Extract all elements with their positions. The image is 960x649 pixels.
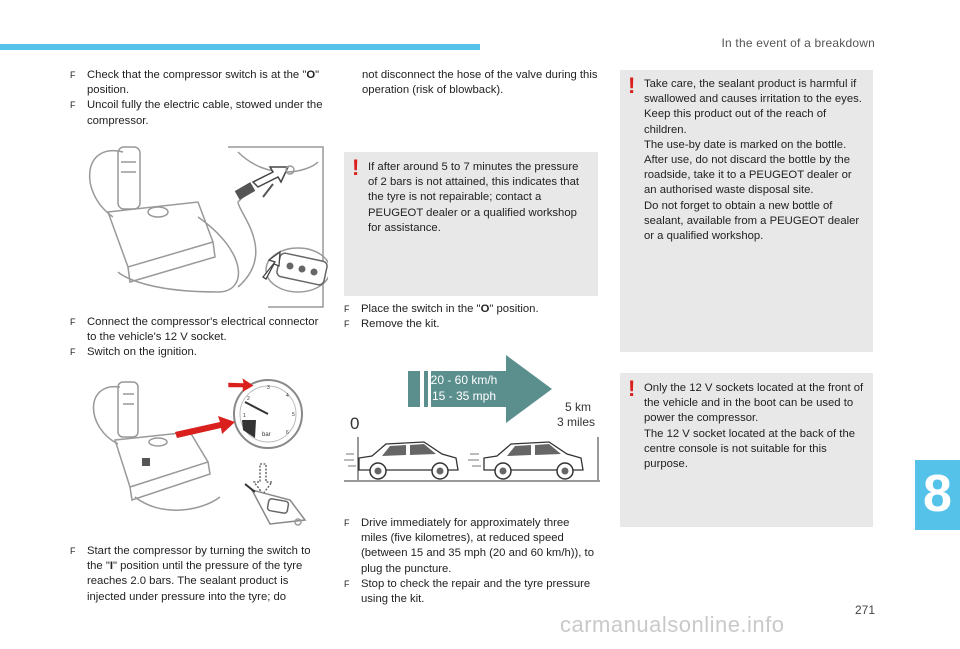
top-accent-bar — [0, 44, 480, 50]
compressor-socket-illustration — [88, 146, 328, 308]
bullet-icon: F — [70, 347, 76, 358]
step-connect-connector: F Connect the compressor's electrical co… — [70, 316, 319, 344]
column-1: F Check that the compressor switch is at… — [70, 68, 325, 129]
gauge-tick-2: 2 — [247, 396, 250, 402]
bullet-icon: F — [70, 546, 76, 556]
step-remove-kit: F Remove the kit. — [344, 317, 598, 332]
column-2: not disconnect the hose of the valve dur… — [362, 68, 598, 98]
car-icon — [468, 441, 584, 480]
bullet-icon: F — [70, 317, 76, 327]
car-icon — [344, 441, 459, 480]
distance-start-label: 0 — [350, 414, 359, 433]
column-2-block-2: F Place the switch in the "O" position. … — [344, 302, 598, 332]
sockets-warning-text: Only the 12 V sockets located at the fro… — [644, 382, 864, 471]
chapter-tab: 8 — [915, 460, 960, 530]
sealant-warning-text: Take care, the sealant product is harmfu… — [644, 78, 862, 243]
step-switch-off: F Place the switch in the "O" position. — [344, 302, 598, 317]
section-title: In the event of a breakdown — [721, 36, 875, 50]
speed-kmh-label: 20 - 60 km/h — [431, 373, 498, 387]
bullet-icon: F — [344, 518, 350, 528]
gauge-tick-1: 1 — [243, 413, 246, 419]
gauge-tick-3: 3 — [267, 385, 270, 391]
column-2-block-3: F Drive immediately for approximately th… — [344, 516, 598, 607]
drive-speed-illustration: 20 - 60 km/h 15 - 35 mph 0 5 km 3 miles — [344, 355, 600, 482]
compressor-gauge-illustration: 1 2 3 4 5 6 bar — [92, 378, 307, 526]
step-drive-immediately: F Drive immediately for approximately th… — [344, 517, 594, 575]
speed-mph-label: 15 - 35 mph — [432, 389, 496, 403]
warning-note-text: If after around 5 to 7 minutes the press… — [368, 161, 580, 234]
warning-icon: ! — [628, 73, 636, 98]
step-check-switch: F Check that the compressor switch is at… — [70, 69, 320, 97]
gauge-unit-label: bar — [262, 432, 271, 438]
gauge-tick-6: 6 — [286, 430, 289, 436]
bullet-icon: F — [344, 319, 350, 330]
page-number: 271 — [854, 603, 875, 617]
continuation-text: not disconnect the hose of the valve dur… — [362, 69, 598, 97]
bullet-icon: F — [70, 70, 76, 80]
distance-km-label: 5 km — [565, 400, 591, 414]
warning-icon: ! — [628, 376, 636, 401]
gauge-tick-5: 5 — [292, 412, 295, 418]
warning-icon: ! — [352, 155, 360, 180]
warning-note-sealant: ! Take care, the sealant product is harm… — [620, 70, 873, 352]
warning-note-sockets: ! Only the 12 V sockets located at the f… — [620, 373, 873, 527]
distance-miles-label: 3 miles — [557, 415, 595, 429]
step-uncoil-cable: F Uncoil fully the electric cable, stowe… — [70, 99, 323, 127]
column-1-block-3: F Start the compressor by turning the sw… — [70, 544, 325, 605]
bullet-icon: F — [344, 304, 350, 314]
step-start-compressor: F Start the compressor by turning the sw… — [70, 545, 311, 603]
bullet-icon: F — [344, 578, 350, 589]
warning-note-pressure: ! If after around 5 to 7 minutes the pre… — [344, 152, 598, 296]
step-ignition: F Switch on the ignition. — [70, 345, 325, 360]
gauge-tick-4: 4 — [286, 393, 289, 399]
watermark: carmanualsonline.info — [560, 612, 785, 637]
step-stop-check: F Stop to check the repair and the tyre … — [344, 577, 591, 606]
column-1-block-2: F Connect the compressor's electrical co… — [70, 315, 325, 361]
bullet-icon: F — [70, 100, 76, 111]
